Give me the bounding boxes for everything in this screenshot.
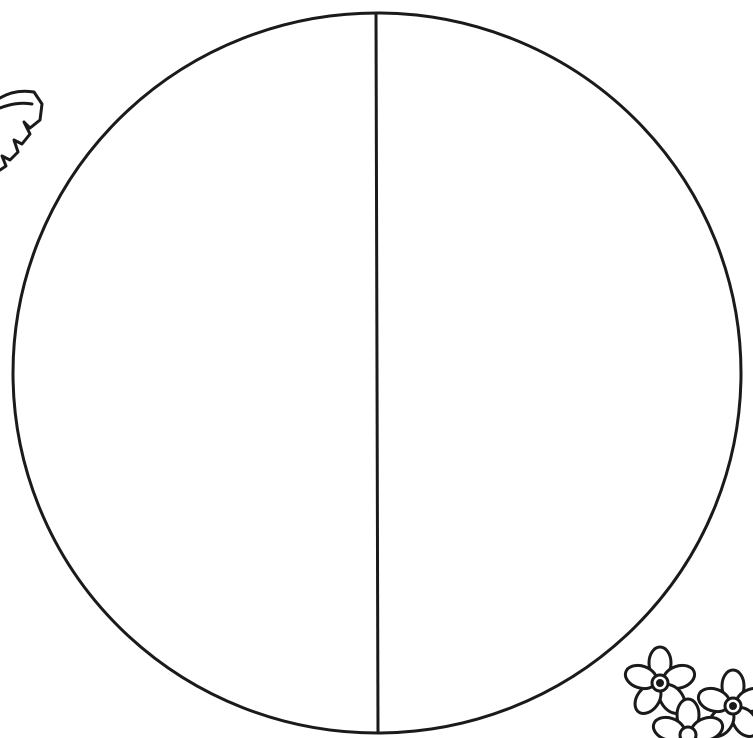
right-half-region[interactable] (380, 14, 740, 732)
circle-divider-line (376, 12, 378, 734)
left-half-region[interactable] (14, 14, 374, 732)
divided-circle (13, 12, 741, 734)
